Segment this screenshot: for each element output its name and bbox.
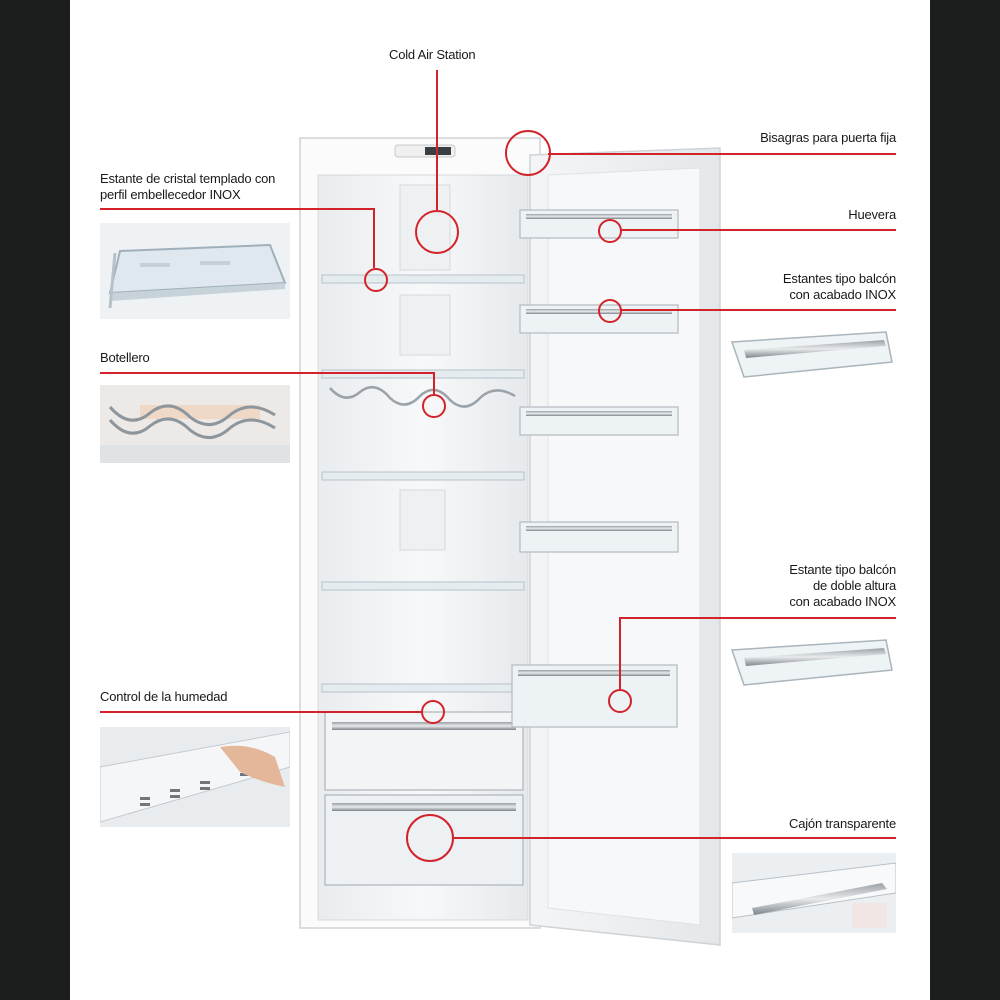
bottle-rack-wire xyxy=(329,385,516,408)
label-transparent-drawer: Cajón transparente xyxy=(789,816,896,831)
label-hinges: Bisagras para puerta fija xyxy=(760,130,896,145)
thumb-bottle-rack xyxy=(100,385,290,463)
drawers xyxy=(324,711,524,886)
double-balcony-line-h xyxy=(620,617,896,619)
drawer-marker xyxy=(406,814,454,862)
cold-air-marker xyxy=(415,210,459,254)
label-glass-shelf-line1: Estante de cristal templado con xyxy=(100,171,276,186)
thumb-double-balcony-shelf xyxy=(724,630,896,690)
label-glass-shelf-line2: perfil embellecedor INOX xyxy=(100,187,241,202)
thumb-balcony-shelf xyxy=(724,322,896,382)
bottle-rack-marker xyxy=(422,394,446,418)
drawer-line xyxy=(452,837,896,839)
double-balcony-marker xyxy=(608,689,632,713)
glass-shelf-marker xyxy=(364,268,388,292)
label-bottle-rack: Botellero xyxy=(100,350,150,365)
label-humidity-control: Control de la humedad xyxy=(100,689,228,704)
glass-shelf-line-h xyxy=(100,208,374,210)
glass-shelf-line-v xyxy=(373,208,375,268)
glass-shelves xyxy=(321,274,525,693)
label-balcony: Estantes tipo balcón con acabado INOX xyxy=(783,271,896,303)
balcony-marker xyxy=(598,299,622,323)
bottle-rack-line-v xyxy=(433,372,435,394)
egg-tray-line xyxy=(620,229,896,231)
thumb-transparent-drawer xyxy=(732,853,896,933)
label-double-balcony-line3: con acabado INOX xyxy=(789,594,896,609)
label-egg-tray: Huevera xyxy=(848,207,896,222)
label-double-balcony: Estante tipo balcón de doble altura con … xyxy=(789,562,896,610)
label-glass-shelf: Estante de cristal templado con perfil e… xyxy=(100,171,275,203)
humidity-line xyxy=(100,711,422,713)
balcony-line xyxy=(620,309,896,311)
double-balcony-line-v xyxy=(619,617,621,689)
cold-air-line-v xyxy=(436,70,438,210)
label-balcony-line2: con acabado INOX xyxy=(789,287,896,302)
bottle-rack-line-h xyxy=(100,372,434,374)
label-cold-air-station: Cold Air Station xyxy=(389,47,476,62)
humidity-marker xyxy=(421,700,445,724)
label-balcony-line1: Estantes tipo balcón xyxy=(782,271,896,286)
thumb-glass-shelf xyxy=(100,223,290,319)
egg-tray-marker xyxy=(598,219,622,243)
thumb-humidity-control xyxy=(100,727,290,827)
label-double-balcony-line2: de doble altura xyxy=(812,578,896,593)
hinge-line xyxy=(548,153,896,155)
label-double-balcony-line1: Estante tipo balcón xyxy=(789,562,896,577)
hinge-marker xyxy=(505,130,551,176)
